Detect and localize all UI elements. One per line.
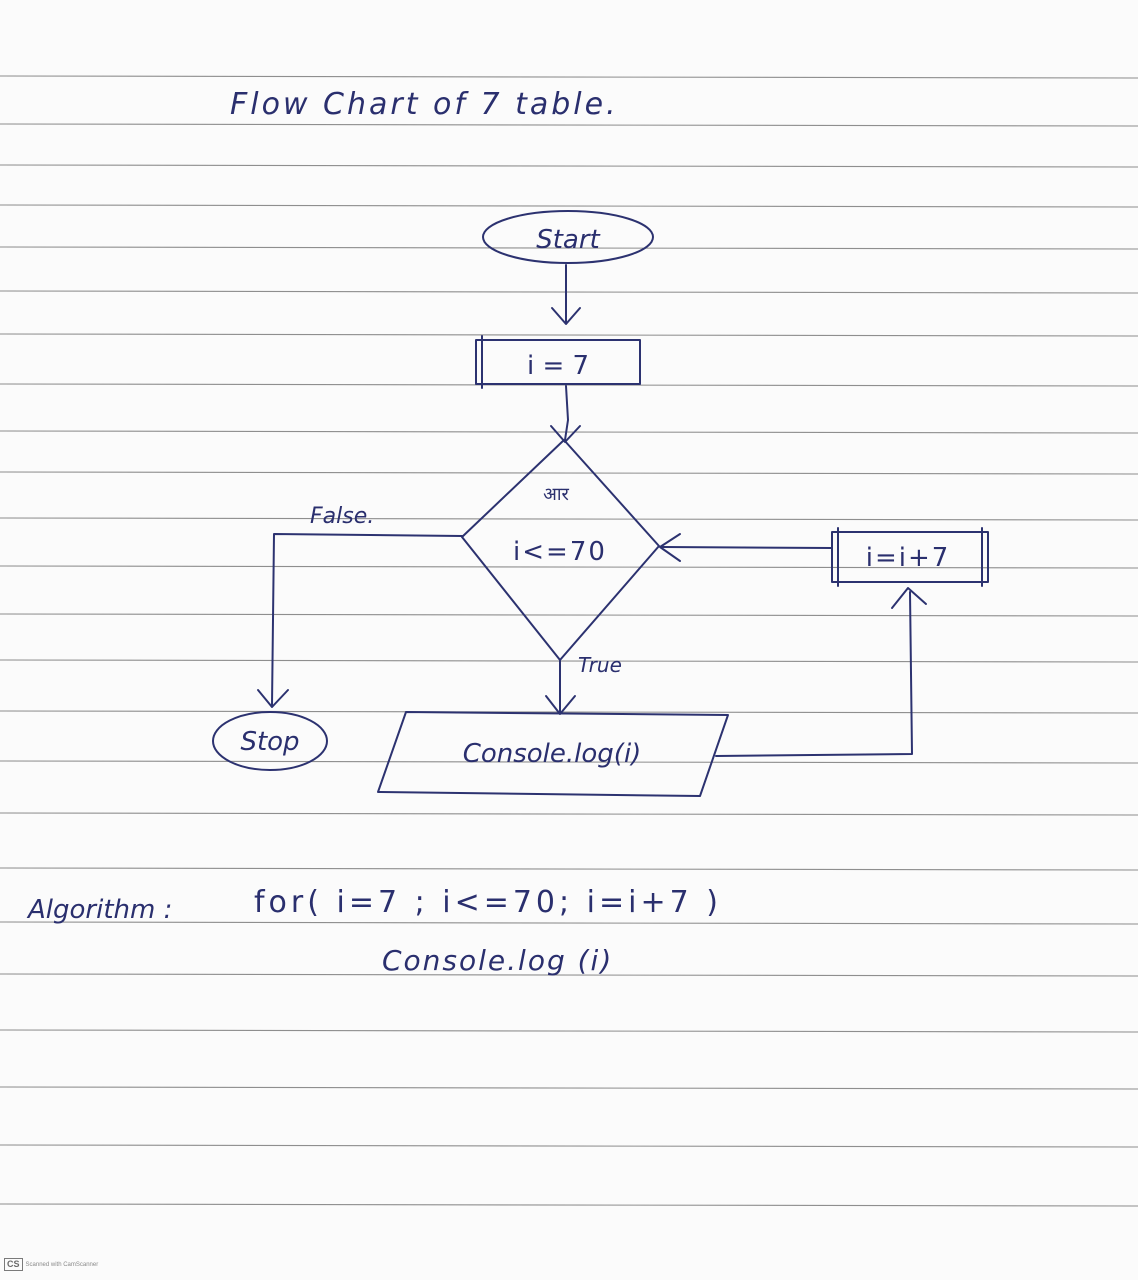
ruled-lines: [0, 75, 1138, 1207]
scanner-logo: CS: [4, 1258, 23, 1271]
output-node: Console.log(i): [377, 711, 729, 797]
algorithm-line-1: for( i=7 ; i<=70; i=i+7 ): [254, 885, 722, 920]
start-label: Start: [536, 225, 600, 255]
update-label: i=i+7: [866, 543, 951, 573]
init-label: i = 7: [527, 351, 589, 381]
condition-node: आर i<=70: [461, 439, 660, 661]
edge-init-to-condition: [550, 385, 581, 443]
edge-output-to-update: [715, 587, 927, 757]
condition-label: i<=70: [513, 537, 607, 567]
output-label: Console.log(i): [463, 739, 642, 769]
edge-update-to-condition: [659, 533, 833, 562]
update-node: i=i+7: [831, 527, 989, 587]
scanner-watermark: CS Scanned with CamScanner: [4, 1258, 98, 1271]
page-title: Flow Chart of 7 table.: [230, 87, 619, 122]
edge-true-to-output: [545, 659, 576, 715]
true-label: True: [578, 653, 622, 677]
scanner-text: Scanned with CamScanner: [25, 1261, 99, 1268]
false-label: False.: [310, 504, 374, 529]
stop-node: Stop: [212, 711, 328, 771]
algorithm-label: Algorithm :: [26, 895, 172, 925]
stop-label: Stop: [240, 727, 299, 757]
edge-start-to-init: [551, 264, 581, 325]
algorithm-line-2: Console.log (i): [382, 944, 613, 977]
edge-false-to-stop: [257, 533, 463, 708]
condition-mark: आर: [543, 484, 569, 505]
start-node: Start: [482, 210, 654, 264]
init-node: i = 7: [475, 335, 641, 389]
